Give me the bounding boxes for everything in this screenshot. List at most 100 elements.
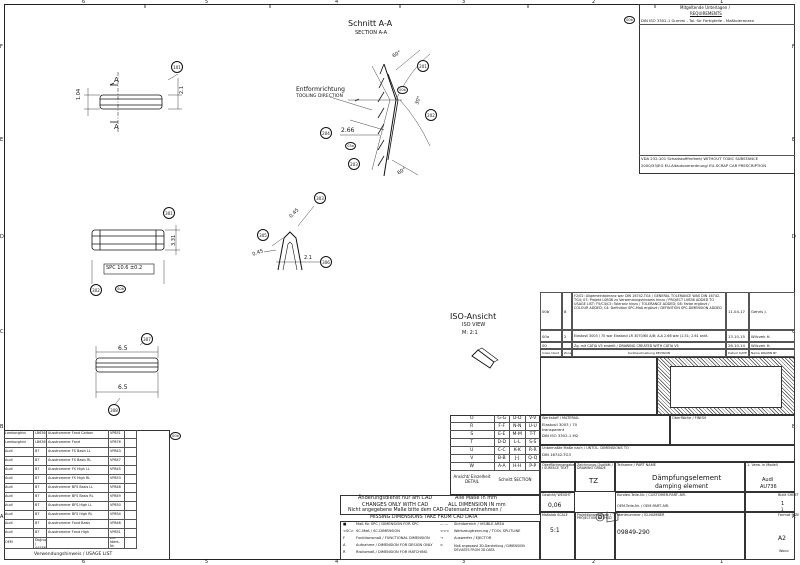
usage-cell: B7 xyxy=(34,529,47,538)
revision-tag: 00b xyxy=(624,16,635,24)
grade-label: Zeichnungs-Qualität / DRAWING GRADE xyxy=(577,463,613,471)
usage-cell xyxy=(125,538,137,549)
requirements-line: 2000/53/EG EU-Altautoverordnung/ EU-SCRA… xyxy=(641,163,767,168)
requirements-line: VDA 232-101 Schadstofffreiheit/ WITHOUT … xyxy=(641,156,758,161)
callout-balloon: 301 xyxy=(163,207,175,219)
format-label: Format SIZE xyxy=(778,513,800,517)
zone-label: F xyxy=(0,44,3,50)
hatched-window xyxy=(670,366,782,408)
zone-label: E xyxy=(0,137,4,143)
tooling-label-en: TOOLING DIRECTION xyxy=(296,94,343,99)
unit-value: AU736 xyxy=(760,484,777,490)
revision-tag: 00b xyxy=(170,432,181,440)
usage-cell: B7 xyxy=(34,502,47,511)
section-marker: A xyxy=(114,76,119,84)
dimension-text: 6.5 xyxy=(118,384,128,391)
revision-index: 00a xyxy=(540,330,562,342)
usage-cell xyxy=(125,430,137,439)
unit-label: 1. Verw. in Modell xyxy=(747,463,778,467)
callout-balloon: 306 xyxy=(320,256,332,268)
scale-value: 5:1 xyxy=(550,527,560,534)
legend-symbol: — — xyxy=(440,522,449,526)
zone-label: D xyxy=(0,234,4,240)
matrix-cell: T-T xyxy=(525,431,540,439)
usage-cell: VP849 xyxy=(109,493,125,502)
usage-cell: Audi xyxy=(4,457,34,466)
revision-name: Wilczek H. xyxy=(749,342,795,349)
legend-symbol: <SC> xyxy=(343,529,354,533)
revision-header: Zone xyxy=(562,349,572,357)
legend-symbol: R xyxy=(343,550,346,554)
usage-cell: Ausstrommer FS High LL xyxy=(47,466,109,475)
legend-text: Auswerfer / EJECTOR xyxy=(454,536,492,540)
cad-note: CHANGES ONLY WITH CAD xyxy=(362,502,429,508)
cad-note: ALL DIMENSION IN mm xyxy=(448,502,506,508)
usage-cell: VP854 xyxy=(109,511,125,520)
revision-zone: 8 xyxy=(562,292,572,330)
usage-cell: Lamborghini xyxy=(4,430,34,439)
legend-text: Maß für SPC / DIMENSION FOR SPC xyxy=(356,522,419,526)
usage-cell xyxy=(125,457,137,466)
revision-date: 11.04.17 xyxy=(726,292,749,330)
callout-balloon: 302 xyxy=(90,284,102,296)
surface-text-label: Oberflächenangabe / SURFACE TEXT xyxy=(542,463,575,471)
matrix-footer: Ansicht/ Einzelheit DETAIL xyxy=(453,474,491,485)
zone-label: 3 xyxy=(462,0,466,5)
usage-cell: B7 xyxy=(34,448,47,457)
zone-label: A xyxy=(0,514,4,520)
grade-value: TZ xyxy=(589,477,599,485)
callout-balloon: 204 xyxy=(320,127,332,139)
legend-box xyxy=(340,521,540,560)
sheet-label: Blatt SHEET xyxy=(778,493,799,497)
matrix-cell: K-K xyxy=(510,447,526,455)
matrix-cell: S-S xyxy=(525,439,540,447)
zone-label: A xyxy=(792,514,796,520)
unit-value: Audi xyxy=(762,477,774,483)
zone-label: 1 xyxy=(720,0,724,5)
requirements-box xyxy=(639,4,795,174)
dimension-text: 6.5 xyxy=(118,345,128,352)
zone-label: 4 xyxy=(335,0,339,5)
view-matrix-grid: O G-G D-D V-V R F-F N-N U-U S E-E M-M T-… xyxy=(450,415,540,471)
projection-box xyxy=(575,512,615,560)
revision-tag: 03a xyxy=(345,142,356,150)
usage-cell: B7 xyxy=(34,511,47,520)
usage-cell: B7 xyxy=(34,493,47,502)
usage-cell: Ausstrommer Fond Carbon xyxy=(47,430,109,439)
revision-index: 00b xyxy=(540,292,562,330)
callout-balloon: 308 xyxy=(108,404,120,416)
ident-box xyxy=(615,512,745,560)
matrix-cell: J-J xyxy=(510,455,526,463)
dimension-text: 2.66 xyxy=(341,127,355,134)
zone-label: B xyxy=(792,424,796,430)
revision-name: Wilczek H. xyxy=(749,330,795,342)
usage-cell: B7 xyxy=(34,484,47,493)
material-norm: DIN ISO 3302-1 M2 xyxy=(542,433,579,438)
dimension-text: 2.1 xyxy=(179,86,185,94)
sheet-box xyxy=(745,492,795,512)
zone-label: D xyxy=(792,234,796,240)
callout-balloon: 305 xyxy=(257,229,269,241)
callout-balloon: 203 xyxy=(348,158,360,170)
usage-cell: Ausstrommer Fond High xyxy=(47,529,109,538)
matrix-cell: G-G xyxy=(494,415,510,423)
iso-title: ISO-Ansicht xyxy=(450,312,497,321)
material-label: Werkstoff / MATERIAL xyxy=(542,416,580,420)
matrix-cell: O xyxy=(450,415,495,423)
dimension-text: 3.31 xyxy=(171,234,177,246)
usage-cell: Audi xyxy=(4,511,34,520)
usage-cell: Audi xyxy=(4,448,34,457)
usage-row: OEMProjekt / Ebgruppe / ASSEMBLYZB-Ident… xyxy=(4,538,170,549)
usage-cell: VP847 xyxy=(109,457,125,466)
cad-note: Änderungsdienst nur am CAD xyxy=(358,495,433,501)
revision-header: Name DRAWN BY xyxy=(749,349,795,357)
usage-cell: VP851 xyxy=(109,529,125,538)
